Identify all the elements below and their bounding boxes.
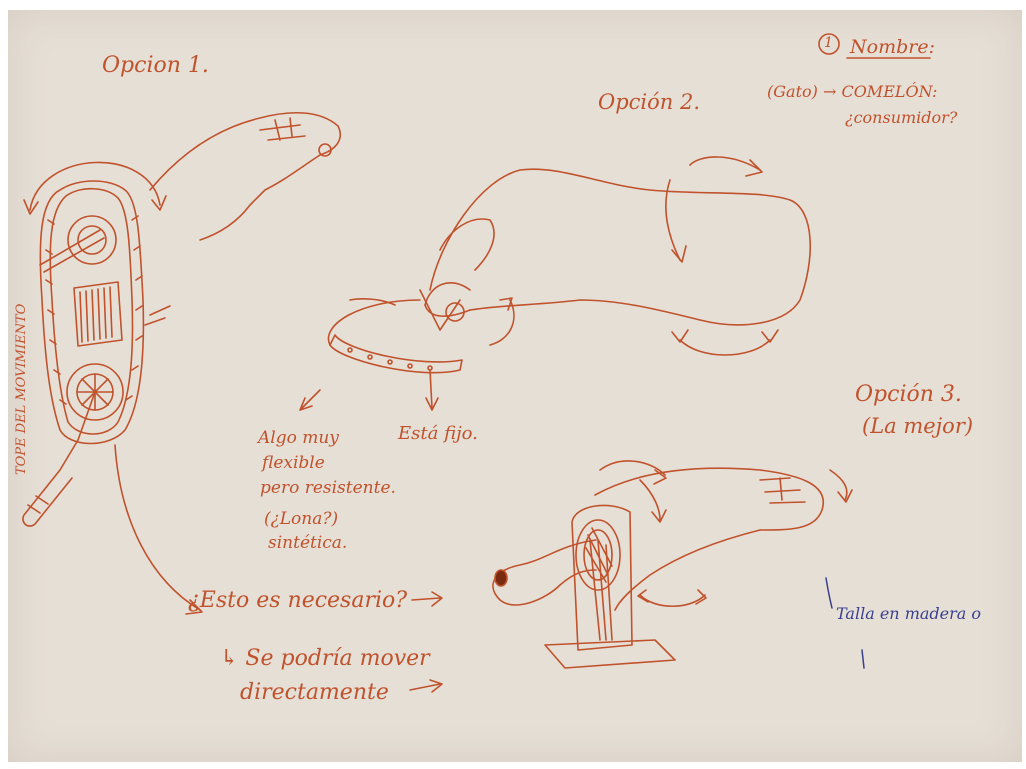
- consumidor-note: ¿consumidor?: [845, 110, 957, 126]
- option3-label: Opción 3.: [855, 384, 962, 406]
- tope-label: TOPE DEL MOVIMIENTO: [14, 304, 29, 475]
- algo-line-2: flexible: [262, 455, 325, 472]
- number-badge: 1: [824, 36, 833, 50]
- talla-note: Talla en madera o: [836, 606, 981, 622]
- option3-sublabel: (La mejor): [862, 416, 973, 437]
- esta-fijo-note: Está fijo.: [398, 425, 478, 443]
- mover-line-2: directamente: [240, 682, 389, 704]
- blue-mark-2: [862, 650, 864, 668]
- necesario-question: ¿Esto es necesario?: [188, 590, 407, 612]
- option2-hand: [300, 157, 810, 410]
- blue-mark-1: [826, 578, 832, 608]
- option2-label: Opción 2.: [598, 92, 700, 113]
- mover-line-1: ↳ Se podría mover: [220, 648, 430, 670]
- option1-label: Opcion 1.: [102, 55, 209, 77]
- nombre-label: Nombre:: [850, 38, 935, 57]
- algo-line-4: (¿Lona?): [264, 511, 338, 528]
- algo-line-3: pero resistente.: [260, 480, 396, 497]
- gato-note: (Gato) → COMELÓN:: [767, 84, 937, 100]
- algo-line-1: Algo muy: [258, 430, 339, 447]
- option3-device: [410, 461, 852, 692]
- algo-line-5: sintética.: [268, 535, 347, 552]
